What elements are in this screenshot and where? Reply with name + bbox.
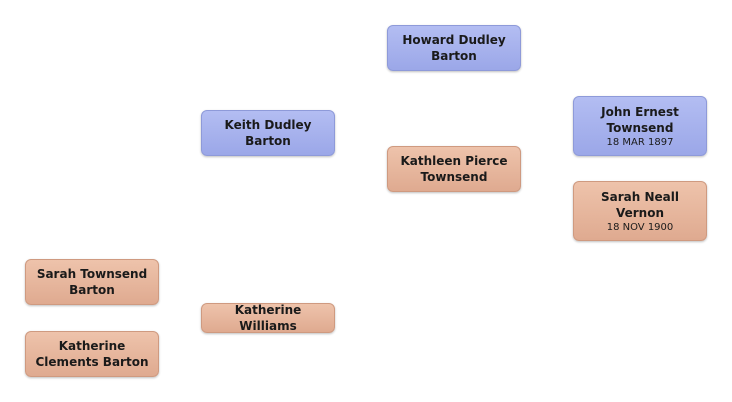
person-katherine-clements-barton[interactable]: Katherine Clements Barton [25, 331, 159, 377]
person-name: Keith Dudley Barton [224, 118, 312, 148]
person-kathleen-pierce-townsend[interactable]: Kathleen Pierce Townsend [387, 146, 521, 192]
person-name: Katherine Williams [234, 303, 302, 333]
person-john-ernest-townsend[interactable]: John Ernest Townsend 18 MAR 1897 [573, 96, 707, 156]
person-name: Howard Dudley Barton [402, 33, 506, 63]
person-howard-dudley-barton[interactable]: Howard Dudley Barton [387, 25, 521, 71]
person-name: Sarah Neall Vernon [601, 189, 679, 220]
person-sarah-townsend-barton[interactable]: Sarah Townsend Barton [25, 259, 159, 305]
person-name: Katherine Clements Barton [35, 339, 149, 369]
person-name: Kathleen Pierce Townsend [400, 154, 508, 184]
person-date: 18 MAR 1897 [606, 136, 674, 148]
person-date: 18 NOV 1900 [606, 221, 674, 233]
person-katherine-williams[interactable]: Katherine Williams [201, 303, 335, 333]
person-name: John Ernest Townsend [601, 104, 679, 135]
person-keith-dudley-barton[interactable]: Keith Dudley Barton [201, 110, 335, 156]
person-name: Sarah Townsend Barton [36, 267, 148, 297]
person-sarah-neall-vernon[interactable]: Sarah Neall Vernon 18 NOV 1900 [573, 181, 707, 241]
